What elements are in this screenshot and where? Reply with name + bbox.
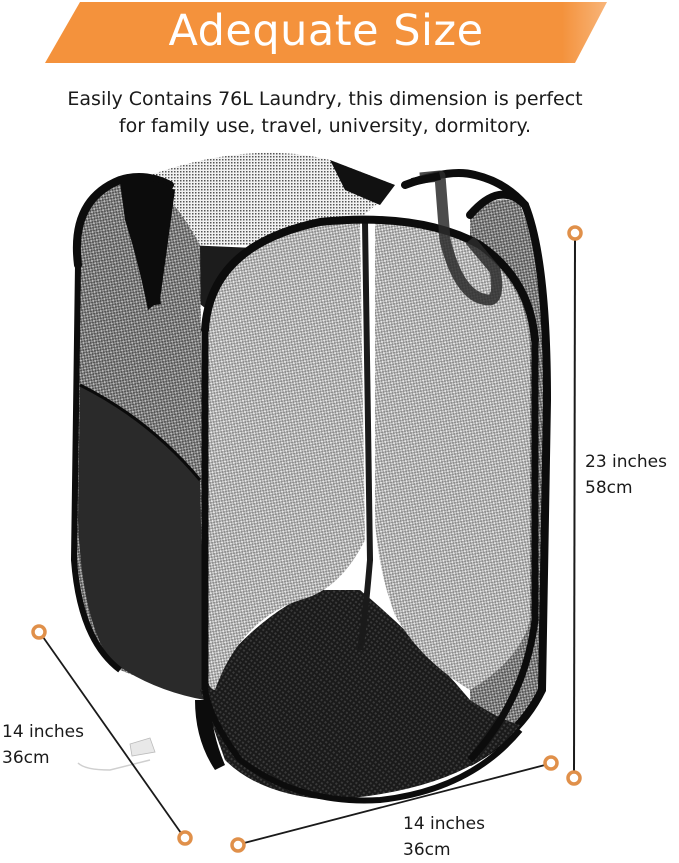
width-dimension-label: 14 inches 36cm <box>403 811 485 863</box>
side-pocket <box>78 385 205 700</box>
depth-inches: 14 inches <box>2 722 84 742</box>
description-line-1: Easily Contains 76L Laundry, this dimens… <box>67 88 583 110</box>
title-banner: Adequate Size <box>0 0 679 70</box>
bottom-panel <box>200 590 520 800</box>
description-text: Easily Contains 76L Laundry, this dimens… <box>0 86 650 140</box>
width-cm: 36cm <box>403 840 451 860</box>
depth-dimension-marker <box>31 624 193 846</box>
depth-dimension-label: 14 inches 36cm <box>2 719 84 771</box>
front-left-panel <box>205 221 365 690</box>
banner-title: Adequate Size <box>168 6 484 56</box>
description-line-2: for family use, travel, university, dorm… <box>118 115 532 137</box>
banner-shape <box>45 2 607 63</box>
width-inches: 14 inches <box>403 814 485 834</box>
front-right-panel <box>375 222 530 690</box>
right-handle <box>419 170 503 306</box>
height-cm: 58cm <box>585 478 633 498</box>
height-dimension-label: 23 inches 58cm <box>585 449 667 501</box>
height-inches: 23 inches <box>585 452 667 472</box>
height-dimension-marker <box>566 225 583 786</box>
width-dimension-marker <box>230 755 559 853</box>
depth-cm: 36cm <box>2 748 50 768</box>
